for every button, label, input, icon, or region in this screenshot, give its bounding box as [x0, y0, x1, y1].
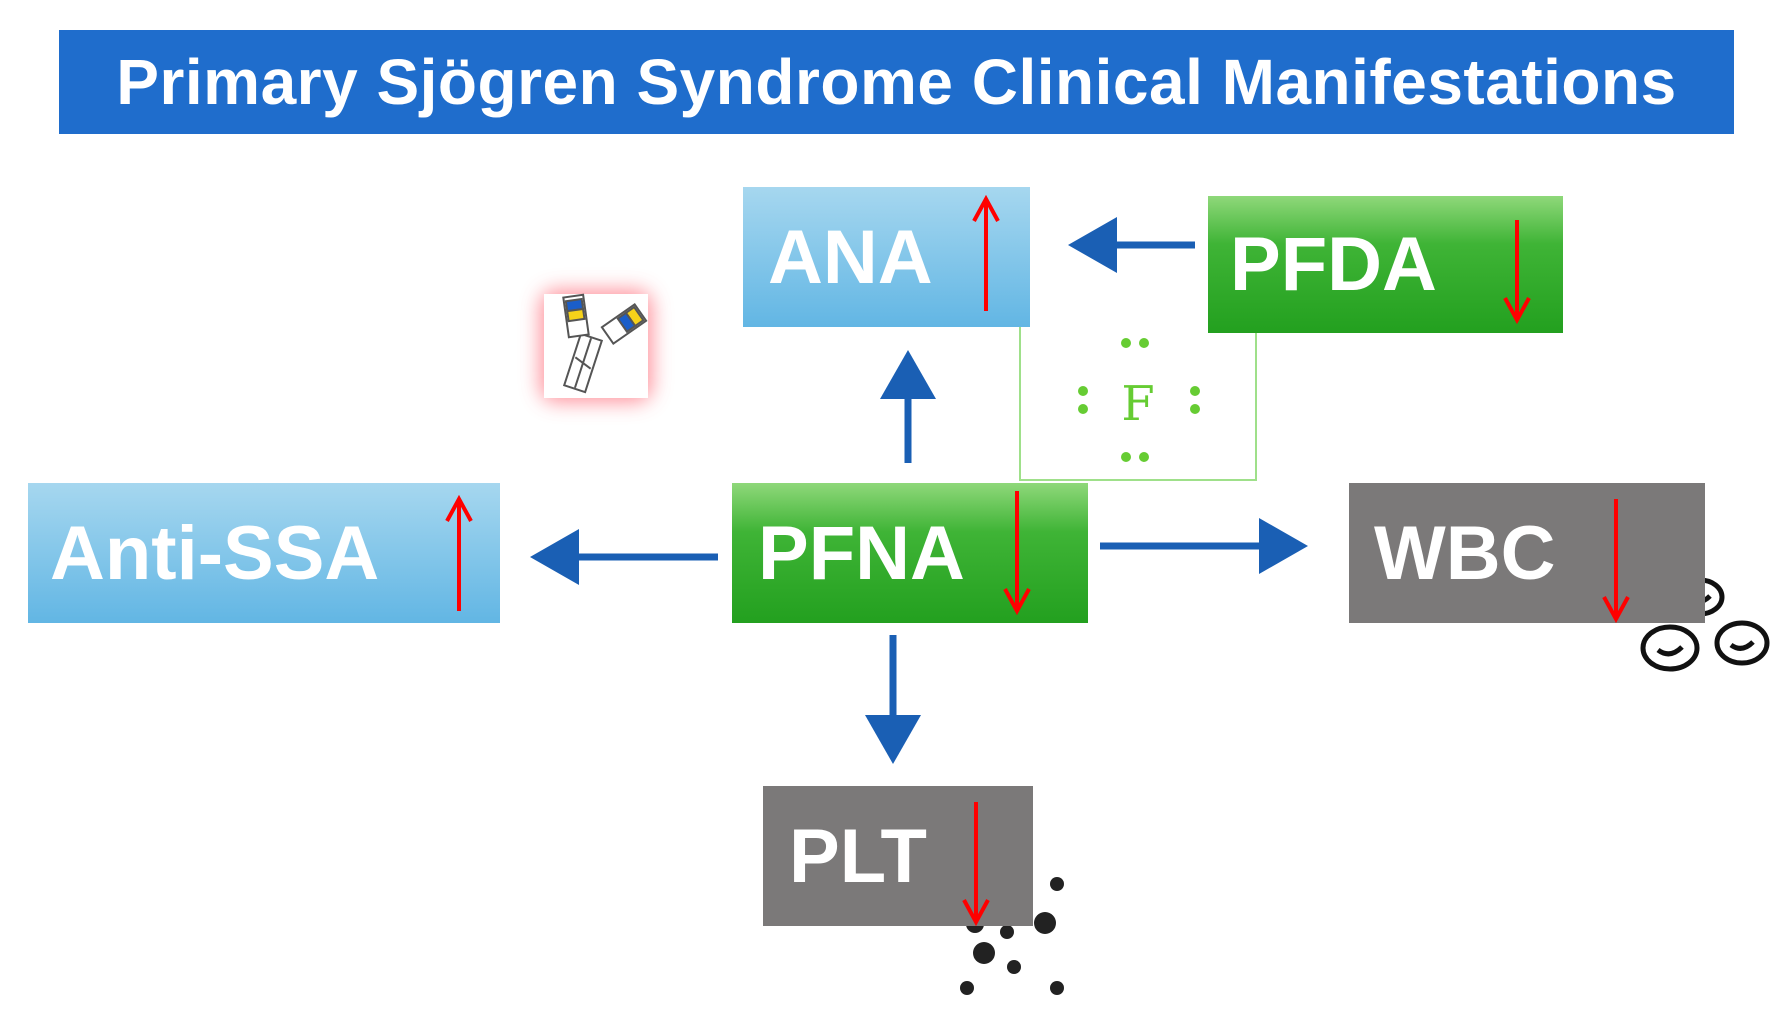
- node-pfda-label: PFDA: [1230, 222, 1437, 307]
- down-arrow-icon: [1003, 491, 1031, 615]
- node-plt-label: PLT: [789, 813, 927, 899]
- down-arrow-icon: [1503, 220, 1531, 324]
- node-pfna-label: PFNA: [758, 510, 965, 596]
- node-anti-ssa: Anti-SSA: [28, 483, 500, 623]
- fluorine-symbol: F: [1121, 376, 1154, 432]
- node-anti-ssa-label: Anti-SSA: [50, 510, 380, 596]
- down-arrow-icon: [962, 802, 990, 926]
- up-arrow-icon: [972, 195, 1000, 311]
- node-ana: ANA: [743, 187, 1030, 327]
- node-ana-label: ANA: [768, 214, 933, 300]
- diagram-title: Primary Sjögren Syndrome Clinical Manife…: [59, 30, 1734, 134]
- antibody-icon: [540, 290, 652, 402]
- node-wbc: WBC: [1349, 483, 1705, 623]
- node-pfna: PFNA: [732, 483, 1088, 623]
- up-arrow-icon: [445, 495, 473, 611]
- node-pfda: PFDA: [1208, 196, 1563, 333]
- down-arrow-icon: [1602, 499, 1630, 623]
- node-plt: PLT: [763, 786, 1033, 926]
- fluorine-lewis-structure: F: [1019, 314, 1257, 481]
- node-wbc-label: WBC: [1374, 510, 1556, 596]
